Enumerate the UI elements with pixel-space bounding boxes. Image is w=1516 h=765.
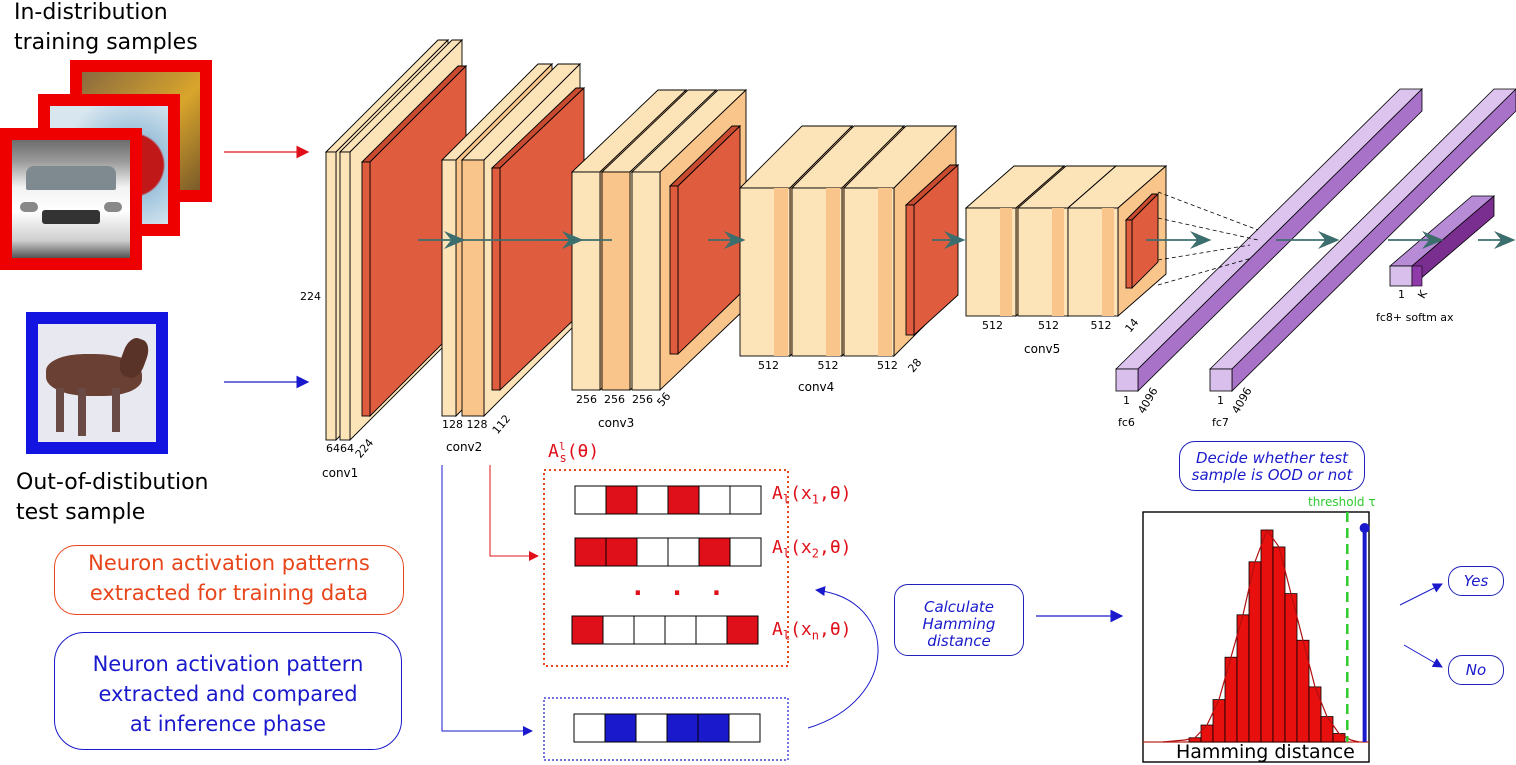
conv3-label: conv3 xyxy=(598,416,635,430)
conv4-channels: 512 512 512 28 xyxy=(758,355,925,376)
hist-bar-2 xyxy=(1200,724,1214,743)
activation-row-2 xyxy=(574,537,762,567)
decide-ood-box: Decide whether test sample is OOD or not xyxy=(1179,441,1365,491)
activation-row-1-cell-5 xyxy=(698,485,731,515)
activation-row-n-cell-1 xyxy=(571,615,604,645)
test-pattern-row xyxy=(573,713,761,743)
train-flow-line xyxy=(489,465,539,561)
test-pattern-row-cell-5 xyxy=(697,713,730,743)
fc7-bar xyxy=(1209,88,1516,392)
activation-row-1-label: Al(x1,θ) xyxy=(772,483,852,507)
calculate-hamming-box: Calculate Hamming distance xyxy=(894,584,1024,656)
test-sample-marker xyxy=(1359,523,1370,533)
activation-row-n-cell-4 xyxy=(664,615,697,645)
conv4-label: conv4 xyxy=(798,380,835,394)
in-distribution-label: In-distribution training samples xyxy=(14,0,198,55)
activation-row-1-cell-4 xyxy=(667,485,700,515)
fc8-label: fc8+ softm ax xyxy=(1376,311,1454,324)
fc6-label: fc6 xyxy=(1118,416,1135,429)
hist-bar-7 xyxy=(1260,529,1274,743)
activation-row-1 xyxy=(574,485,762,515)
test-pattern-row-cell-1 xyxy=(573,713,606,743)
activation-row-2-cell-4 xyxy=(667,537,700,567)
conv5-block xyxy=(1124,192,1160,290)
conv5-label: conv5 xyxy=(1024,342,1061,356)
hist-bar-9 xyxy=(1284,593,1298,743)
yes-arrow xyxy=(1399,583,1443,606)
histogram-xlabel: Hamming distance xyxy=(1176,741,1355,763)
no-arrow xyxy=(1403,644,1443,668)
activation-row-2-label: Al(x2,θ) xyxy=(772,537,852,561)
legend-training-box: Neuron activation patterns extracted for… xyxy=(54,545,404,615)
fc7-dims: 1 4096 xyxy=(1217,385,1255,416)
conv5-stripe-3 xyxy=(1102,208,1114,316)
fc6-dims: 1 4096 xyxy=(1123,385,1161,416)
threshold-label: threshold τ xyxy=(1308,495,1376,509)
activation-row-2-cell-3 xyxy=(636,537,669,567)
conv4-stripe-2 xyxy=(826,188,840,356)
histogram-frame xyxy=(1142,511,1370,763)
conv2-channels: 128 128 112 xyxy=(442,412,514,437)
activation-row-n-cell-6 xyxy=(726,615,759,645)
hist-density-curve xyxy=(1162,528,1360,743)
training-image-car xyxy=(0,128,142,270)
activation-row-2-cell-2 xyxy=(605,537,638,567)
activation-row-n-cell-2 xyxy=(602,615,635,645)
conv5-stripe-2 xyxy=(1052,208,1064,316)
activation-row-1-cell-6 xyxy=(729,485,762,515)
yes-outcome: Yes xyxy=(1448,566,1504,596)
compare-curve-arrow xyxy=(807,586,879,729)
test-pattern-box xyxy=(543,697,789,761)
legend-test-box: Neuron activation pattern extracted and … xyxy=(54,632,402,750)
hist-bar-3 xyxy=(1212,699,1226,743)
hist-bar-5 xyxy=(1236,614,1250,743)
conv5-stripe-1 xyxy=(1000,208,1012,316)
training-patterns-box xyxy=(543,469,789,667)
hist-bar-12 xyxy=(1320,716,1334,743)
conv1-size-label: 224 xyxy=(300,290,321,303)
activation-row-2-cell-1 xyxy=(574,537,607,567)
hist-bar-11 xyxy=(1308,686,1322,743)
conv4-stripe-3 xyxy=(878,188,892,356)
activation-row-1-cell-3 xyxy=(636,485,669,515)
activation-ellipsis: . . . xyxy=(630,572,729,602)
conv2-block xyxy=(490,86,586,392)
activation-row-n xyxy=(571,615,759,645)
activation-row-n-cell-5 xyxy=(695,615,728,645)
activation-row-2-cell-6 xyxy=(729,537,762,567)
activation-row-1-cell-1 xyxy=(574,485,607,515)
conv1-label: conv1 xyxy=(322,466,359,480)
conv3-channels: 256 256 256 56 xyxy=(576,389,673,410)
no-outcome: No xyxy=(1448,655,1504,685)
ood-test-image-horse xyxy=(26,312,168,454)
activation-row-2-cell-5 xyxy=(698,537,731,567)
conv4-stripe-1 xyxy=(774,188,788,356)
test-pattern-row-cell-2 xyxy=(604,713,637,743)
activation-row-n-cell-3 xyxy=(633,615,666,645)
conv4-block xyxy=(904,163,960,337)
fc7-label: fc7 xyxy=(1212,416,1229,429)
activation-row-n-label: Al(xn,θ) xyxy=(772,619,852,643)
fc8-dims: 1 K xyxy=(1398,288,1431,301)
ood-label: Out-of-distibution test sample xyxy=(16,470,209,525)
test-flow-line xyxy=(441,465,533,736)
hist-bar-8 xyxy=(1272,546,1286,743)
activation-set-label: Als(θ) xyxy=(548,440,600,465)
conv5-channels: 512 512 512 14 xyxy=(982,315,1142,336)
test-pattern-row-cell-3 xyxy=(635,713,668,743)
conv1-channels: 6464224 xyxy=(326,436,377,461)
conv2-label: conv2 xyxy=(446,440,483,454)
test-pattern-row-cell-4 xyxy=(666,713,699,743)
test-pattern-row-cell-6 xyxy=(728,713,761,743)
activation-row-1-cell-2 xyxy=(605,485,638,515)
hist-bar-6 xyxy=(1248,561,1262,743)
